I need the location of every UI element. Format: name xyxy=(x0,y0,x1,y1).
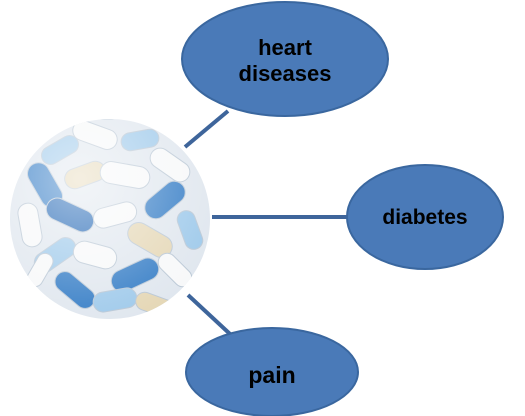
pills-image xyxy=(10,95,210,321)
node-heart-diseases: heart diseases xyxy=(182,2,388,116)
pills-image-shine xyxy=(10,119,210,319)
pill-shape xyxy=(80,101,120,119)
node-diabetes: diabetes xyxy=(347,165,503,269)
node-heart-diseases-line-2: diseases xyxy=(239,61,332,86)
connector-heart xyxy=(185,111,228,147)
node-diabetes-label: diabetes xyxy=(382,206,467,229)
node-heart-diseases-line-1: heart xyxy=(258,35,312,60)
connector-pain xyxy=(188,295,230,334)
node-pain-label: pain xyxy=(248,362,295,388)
node-pain: pain xyxy=(186,328,358,416)
